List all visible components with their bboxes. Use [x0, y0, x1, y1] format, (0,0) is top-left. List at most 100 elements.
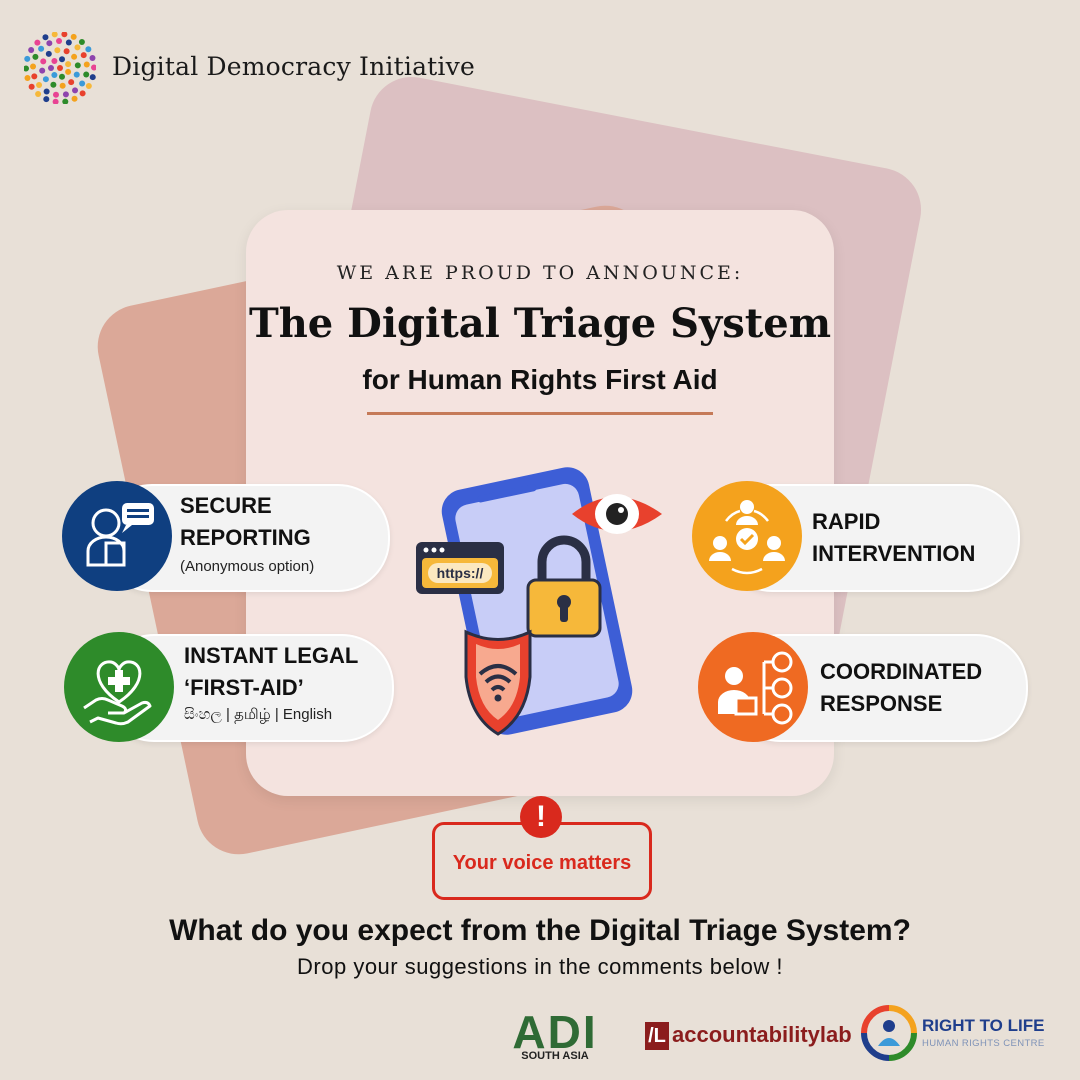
digital-democracy-initiative-logo [24, 32, 96, 104]
svg-text:ADI: ADI [512, 1008, 597, 1058]
logo-dot [50, 81, 57, 88]
logo-dot [32, 53, 39, 60]
logo-dot [51, 57, 58, 64]
logo-dot [79, 90, 86, 97]
logo-dot [46, 40, 53, 47]
logo-dot [71, 53, 78, 60]
logo-dot [42, 34, 49, 41]
feature-secure-reporting-line2: REPORTING [180, 525, 311, 550]
browser-window-icon: https:// [416, 542, 504, 594]
logo-dot [83, 61, 90, 68]
logo-dot [62, 98, 69, 104]
logo-dot [48, 64, 55, 71]
logo-dot [38, 45, 45, 52]
right-to-life-title: RIGHT TO LIFE [922, 1016, 1045, 1035]
logo-dot [83, 71, 90, 78]
logo-dot [65, 68, 72, 75]
logo-dot [56, 38, 63, 45]
heart-hand-icon [83, 660, 152, 726]
feature-legal-first-aid-line1: INSTANT LEGAL [184, 643, 359, 668]
feature-rapid-intervention-line1: RAPID [812, 509, 881, 534]
logo-dot [35, 90, 42, 97]
logo-dot [39, 67, 46, 74]
logo-dot [24, 75, 31, 82]
feature-secure-reporting-badge [62, 481, 172, 591]
url-label: https:// [437, 565, 484, 581]
logo-dot [52, 98, 59, 104]
logo-dot [89, 74, 96, 81]
right-to-life-logo [861, 1005, 917, 1061]
lock-icon [526, 535, 602, 638]
title-divider [367, 412, 713, 415]
feedback-question: What do you expect from the Digital Tria… [169, 914, 911, 947]
eye-icon [572, 494, 662, 534]
feature-coordinated-response-line1: COORDINATED [820, 659, 983, 684]
team-cycle-icon [709, 500, 785, 575]
feature-coordinated-response-line2: RESPONSE [820, 691, 943, 716]
exclamation-icon: ! [520, 796, 562, 838]
logo-dot [42, 76, 49, 83]
logo-dot [59, 56, 66, 63]
shield-wifi-icon [464, 629, 532, 736]
feature-secure-reporting-line1: SECURE [180, 493, 272, 518]
announcement-kicker: WE ARE PROUD TO ANNOUNCE: [336, 262, 744, 284]
comment-call-to-action: Drop your suggestions in the comments be… [297, 954, 783, 979]
logo-dot [78, 39, 85, 46]
logo-dot [79, 80, 86, 87]
logo-dot [34, 39, 41, 46]
logo-dot [24, 65, 30, 72]
logo-dot [90, 64, 96, 71]
logo-dot [89, 54, 96, 61]
logo-dot [65, 39, 72, 46]
logo-dot [28, 83, 35, 90]
logo-dot [52, 91, 59, 98]
logo-dot [73, 71, 80, 78]
logo-dot [43, 88, 50, 95]
logo-dot [63, 48, 70, 55]
logo-dot [30, 63, 37, 70]
logo-dot [28, 47, 35, 54]
logo-dot [80, 52, 87, 59]
logo-dot [59, 82, 66, 89]
security-illustration: https:// [416, 467, 662, 736]
logo-dot [43, 96, 50, 103]
logo-dot [40, 58, 47, 65]
logo-dot [31, 73, 38, 80]
feature-rapid-intervention-line2: INTERVENTION [812, 541, 976, 566]
feature-legal-first-aid-badge [64, 632, 174, 742]
logo-dot [51, 72, 58, 79]
logo-dot [85, 82, 92, 89]
accountability-lab-wordmark: accountabilitylab [672, 1022, 852, 1047]
right-to-life-subtitle: HUMAN RIGHTS CENTRE [922, 1038, 1045, 1049]
logo-dot [85, 46, 92, 53]
feature-legal-first-aid-line2: ‘FIRST-AID’ [184, 675, 304, 700]
logo-dot [71, 95, 78, 102]
logo-dot [68, 79, 75, 86]
adi-logo: ADI [512, 1008, 597, 1058]
feature-rapid-intervention-badge [692, 481, 802, 591]
logo-dot [54, 47, 61, 54]
logo-dot [36, 82, 43, 89]
coordination-icon [718, 651, 793, 725]
logo-dot [51, 32, 58, 38]
logo-dot [70, 33, 77, 40]
voice-matters-label: Your voice matters [452, 852, 632, 874]
logo-dot [74, 44, 81, 51]
announcement-subtitle: for Human Rights First Aid [362, 364, 718, 395]
person-chat-icon [86, 503, 154, 567]
logo-dot [57, 65, 63, 71]
logo-dot [61, 32, 68, 38]
logo-dot [58, 73, 65, 80]
adi-subtitle: SOUTH ASIA [521, 1050, 589, 1062]
logo-dot [45, 50, 52, 57]
feature-legal-first-aid-languages: සිංහල | தமிழ் | English [184, 706, 333, 723]
logo-dot [65, 61, 72, 68]
logo-dot [72, 87, 79, 94]
org-name: Digital Democracy Initiative [112, 52, 475, 81]
announcement-title: The Digital Triage System [248, 300, 832, 347]
logo-dot [62, 91, 69, 98]
feature-secure-reporting-sub: (Anonymous option) [180, 558, 315, 575]
feature-coordinated-response-badge [698, 632, 808, 742]
logo-dot [74, 62, 81, 69]
logo-dot [24, 55, 31, 62]
